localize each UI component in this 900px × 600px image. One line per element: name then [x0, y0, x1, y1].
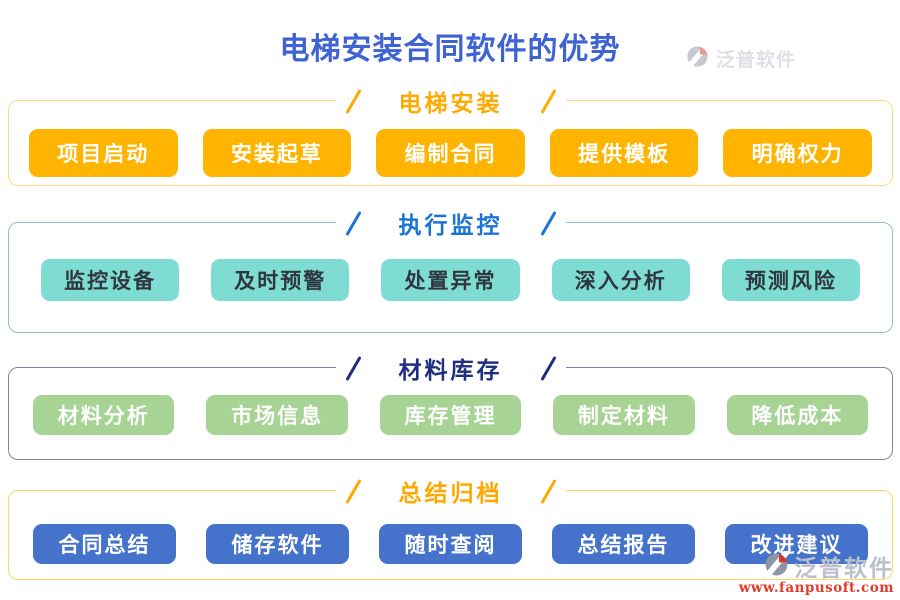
section-title: 材料库存 [398, 357, 503, 384]
section-material-inventory: 材料库存 材料分析 市场信息 库存管理 制定材料 降低成本 [8, 351, 893, 460]
feature-pill: 制定材料 [553, 395, 695, 435]
feature-button-row: 合同总结 储存软件 随时查阅 总结报告 改进建议 [9, 524, 892, 564]
feature-pill: 明确权力 [723, 129, 872, 177]
slash-divider [344, 355, 362, 381]
section-title: 电梯安装 [398, 90, 503, 117]
feature-pill: 项目启动 [29, 129, 178, 177]
section-title: 执行监控 [398, 212, 503, 239]
feature-pill: 总结报告 [552, 524, 695, 564]
watermark: 泛普软件 www.fanpusoft.com [738, 547, 894, 596]
watermark-brand-row: 泛普软件 [739, 547, 894, 583]
feature-pill: 改进建议 [725, 524, 868, 564]
page-title: 电梯安装合同软件的优势 [279, 32, 621, 67]
section-execution-monitoring: 执行监控 监控设备 及时预警 处置异常 深入分析 预测风险 [8, 206, 893, 333]
feature-pill: 预测风险 [721, 259, 861, 301]
slash-divider [539, 478, 557, 504]
brand-name: 泛普软件 [715, 49, 796, 71]
slash-divider [344, 210, 362, 236]
brand-logo-icon [684, 41, 711, 73]
feature-pill: 监控设备 [41, 259, 180, 301]
section-header: 执行监控 [335, 206, 566, 240]
feature-pill: 安装起草 [202, 129, 352, 177]
feature-pill: 库存管理 [379, 395, 522, 435]
feature-pill: 编制合同 [376, 129, 525, 177]
slash-divider [539, 210, 557, 236]
section-header: 材料库存 [335, 351, 566, 385]
slash-divider [539, 88, 557, 114]
feature-pill: 降低成本 [726, 395, 869, 435]
slash-divider [344, 88, 362, 114]
feature-pill: 及时预警 [211, 259, 350, 301]
section-elevator-install: 电梯安装 项目启动 安装起草 编制合同 提供模板 明确权力 [8, 84, 893, 186]
feature-pill: 市场信息 [206, 395, 348, 435]
slash-divider [539, 355, 557, 381]
watermark-brand-name: 泛普软件 [794, 555, 894, 582]
feature-pill: 材料分析 [33, 395, 175, 435]
feature-pill: 深入分析 [551, 259, 690, 301]
feature-pill: 合同总结 [33, 524, 176, 564]
brand-logo-top: 泛普软件 [684, 41, 796, 73]
section-header: 总结归档 [335, 474, 566, 508]
section-header: 电梯安装 [335, 84, 566, 118]
section-summary-archive: 总结归档 合同总结 储存软件 随时查阅 总结报告 改进建议 [8, 474, 893, 580]
feature-button-row: 项目启动 安装起草 编制合同 提供模板 明确权力 [9, 129, 892, 177]
watermark-url: www.fanpusoft.com [738, 580, 894, 596]
feature-button-row: 监控设备 及时预警 处置异常 深入分析 预测风险 [9, 259, 892, 301]
section-title: 总结归档 [398, 480, 503, 507]
feature-pill: 提供模板 [549, 129, 699, 177]
feature-pill: 处置异常 [381, 259, 520, 301]
feature-pill: 储存软件 [206, 524, 349, 564]
feature-button-row: 材料分析 市场信息 库存管理 制定材料 降低成本 [9, 395, 892, 435]
feature-pill: 随时查阅 [379, 524, 522, 564]
watermark-logo-icon [762, 547, 791, 582]
slash-divider [344, 478, 362, 504]
